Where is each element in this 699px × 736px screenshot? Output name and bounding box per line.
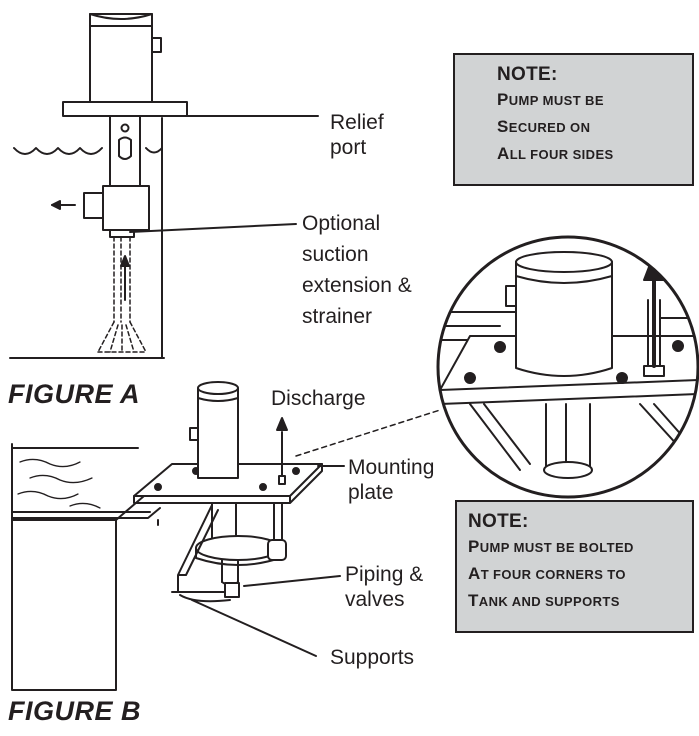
shaft-column-a [109,115,141,189]
figure-b-caption: FIGURE B [8,696,142,726]
piping-line-2: valves [345,588,405,611]
mounting-plate-line-1: Mounting [348,456,435,479]
figure-a-caption: FIGURE A [8,379,140,409]
relief-port-label: Relief port [330,110,384,160]
figure-b-drawing [11,381,441,691]
supports-label: Supports [330,646,415,669]
liquid-waves-b [17,458,101,509]
pump-volute-a [102,185,150,231]
liquid-surface-a [13,147,163,155]
tank-wall-a [9,117,165,359]
mounting-plate-line-2: plate [348,481,394,504]
note-b-line-2: at four corners to [468,564,626,583]
support-bracket [171,504,237,593]
note-b-title: NOTE: [468,511,529,532]
inset-detail [436,235,699,499]
note-b-line-3: tank and supports [468,591,620,610]
strainer-dashed [97,321,147,353]
note-box-a: NOTE: Pump must be secured on all four s… [453,53,694,186]
suction-line-3: extension & [302,274,412,297]
motor-a [89,13,153,103]
discharge-label: Discharge [271,387,366,410]
figure-a-drawing [9,13,319,359]
relief-port-line-1: Relief [330,111,384,134]
note-a-line-1: Pump must be [497,90,604,109]
suction-extension-label: Optional suction extension & strainer [302,208,412,332]
note-a-title: NOTE: [497,64,558,85]
note-box-b: NOTE: Pump must be bolted at four corner… [455,500,694,633]
mounting-plate-a [62,101,188,117]
relief-port-line-2: port [330,136,367,159]
piping-line-1: Piping & [345,563,424,586]
inset-motor [515,261,613,377]
suction-extension-dashed [113,236,131,323]
note-a-line-2: secured on [497,117,591,136]
suction-line-1: Optional [302,212,381,235]
suction-line-4: strainer [302,305,373,328]
piping-valves-label: Piping & valves [345,562,423,612]
note-a-line-3: all four sides [497,144,614,163]
note-b-line-1: Pump must be bolted [468,537,634,556]
suction-line-2: suction [302,243,369,266]
tank-b [11,443,159,691]
mounting-plate-label: Mounting plate [348,455,434,505]
